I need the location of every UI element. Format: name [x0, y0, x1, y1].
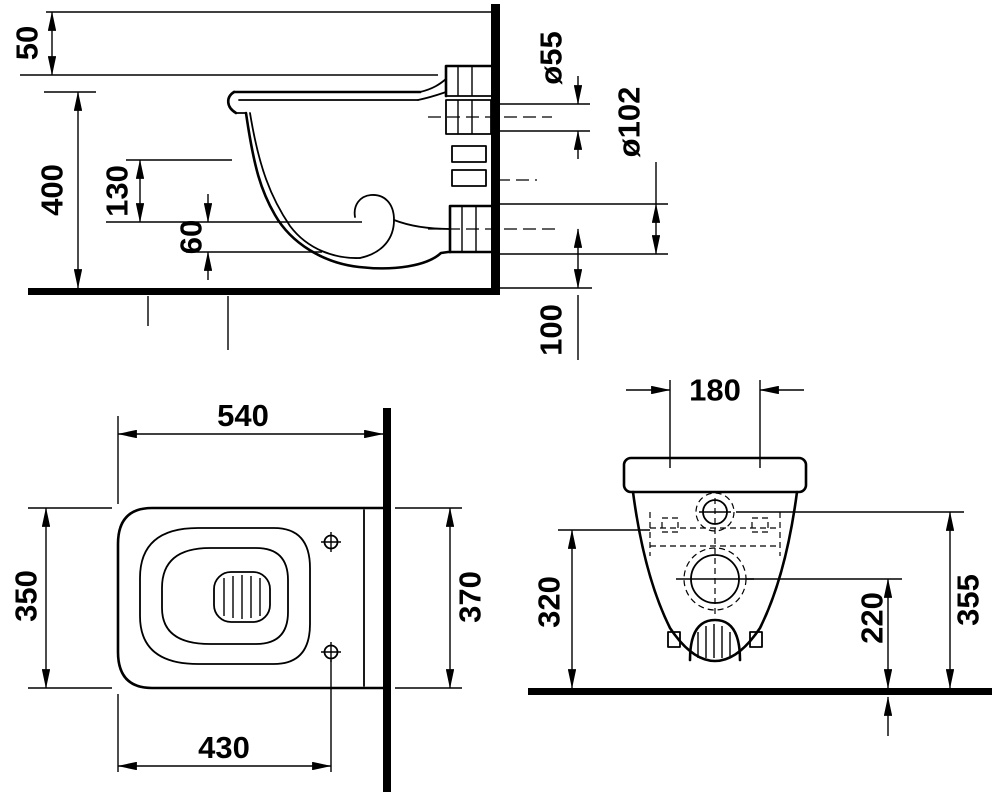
dim-label-180: 180: [689, 373, 741, 408]
trap-curve: [353, 194, 395, 259]
dim-label-320: 320: [532, 576, 567, 628]
dim-label-60: 60: [174, 220, 209, 254]
dim-label-350: 350: [9, 570, 44, 622]
flush-distributor: [213, 571, 271, 623]
floor-line: [28, 288, 500, 295]
outlet-spud: [448, 204, 493, 254]
dim-label-flush-diameter: ø55: [534, 31, 569, 84]
dim-label-220: 220: [855, 592, 890, 644]
bowl-inner-line: [249, 112, 361, 259]
toilet-side-profile: [244, 111, 493, 270]
buffer-tab: [749, 631, 763, 648]
seat-front-edge: [226, 90, 238, 115]
dim-label-outlet-diameter: ø102: [612, 87, 647, 158]
dim-label-130: 130: [100, 165, 135, 217]
dim-label-400: 400: [35, 164, 70, 216]
trap-dome: [688, 618, 742, 662]
toilet-front-outline: [631, 490, 799, 663]
fixing-bolt: [451, 145, 487, 163]
dim-label-50: 50: [10, 26, 45, 60]
flush-inlet-hidden-circle: [695, 492, 735, 532]
floor-line: [528, 688, 992, 695]
flush-bend-bottom: [417, 91, 447, 101]
dim-label-100: 100: [534, 304, 569, 356]
buffer-tab: [667, 631, 681, 648]
dim-label-355: 355: [951, 574, 986, 626]
top-view: 540 350 430 370: [9, 398, 488, 792]
outlet-channel-line: [393, 219, 451, 230]
front-view: 180 320 220 355: [528, 373, 992, 736]
bowl-opening: [161, 547, 289, 645]
fixing-bolt-hidden: [661, 517, 679, 533]
flush-elbow-outline: [444, 64, 493, 98]
wall-section-line: [383, 408, 391, 792]
fixing-bolt: [451, 169, 487, 187]
dim-label-370: 370: [453, 571, 488, 623]
dim-label-540: 540: [217, 398, 269, 433]
flush-bend-top: [419, 78, 447, 93]
seat-ring: [139, 527, 311, 665]
dim-label-430: 430: [198, 730, 250, 765]
wall-section-line: [491, 4, 500, 295]
side-view: 50 400 130 60: [10, 4, 668, 360]
toilet-plan-outline: [116, 506, 385, 690]
fixing-bolt-hidden: [751, 517, 769, 533]
seat-edge-front: [622, 456, 808, 494]
